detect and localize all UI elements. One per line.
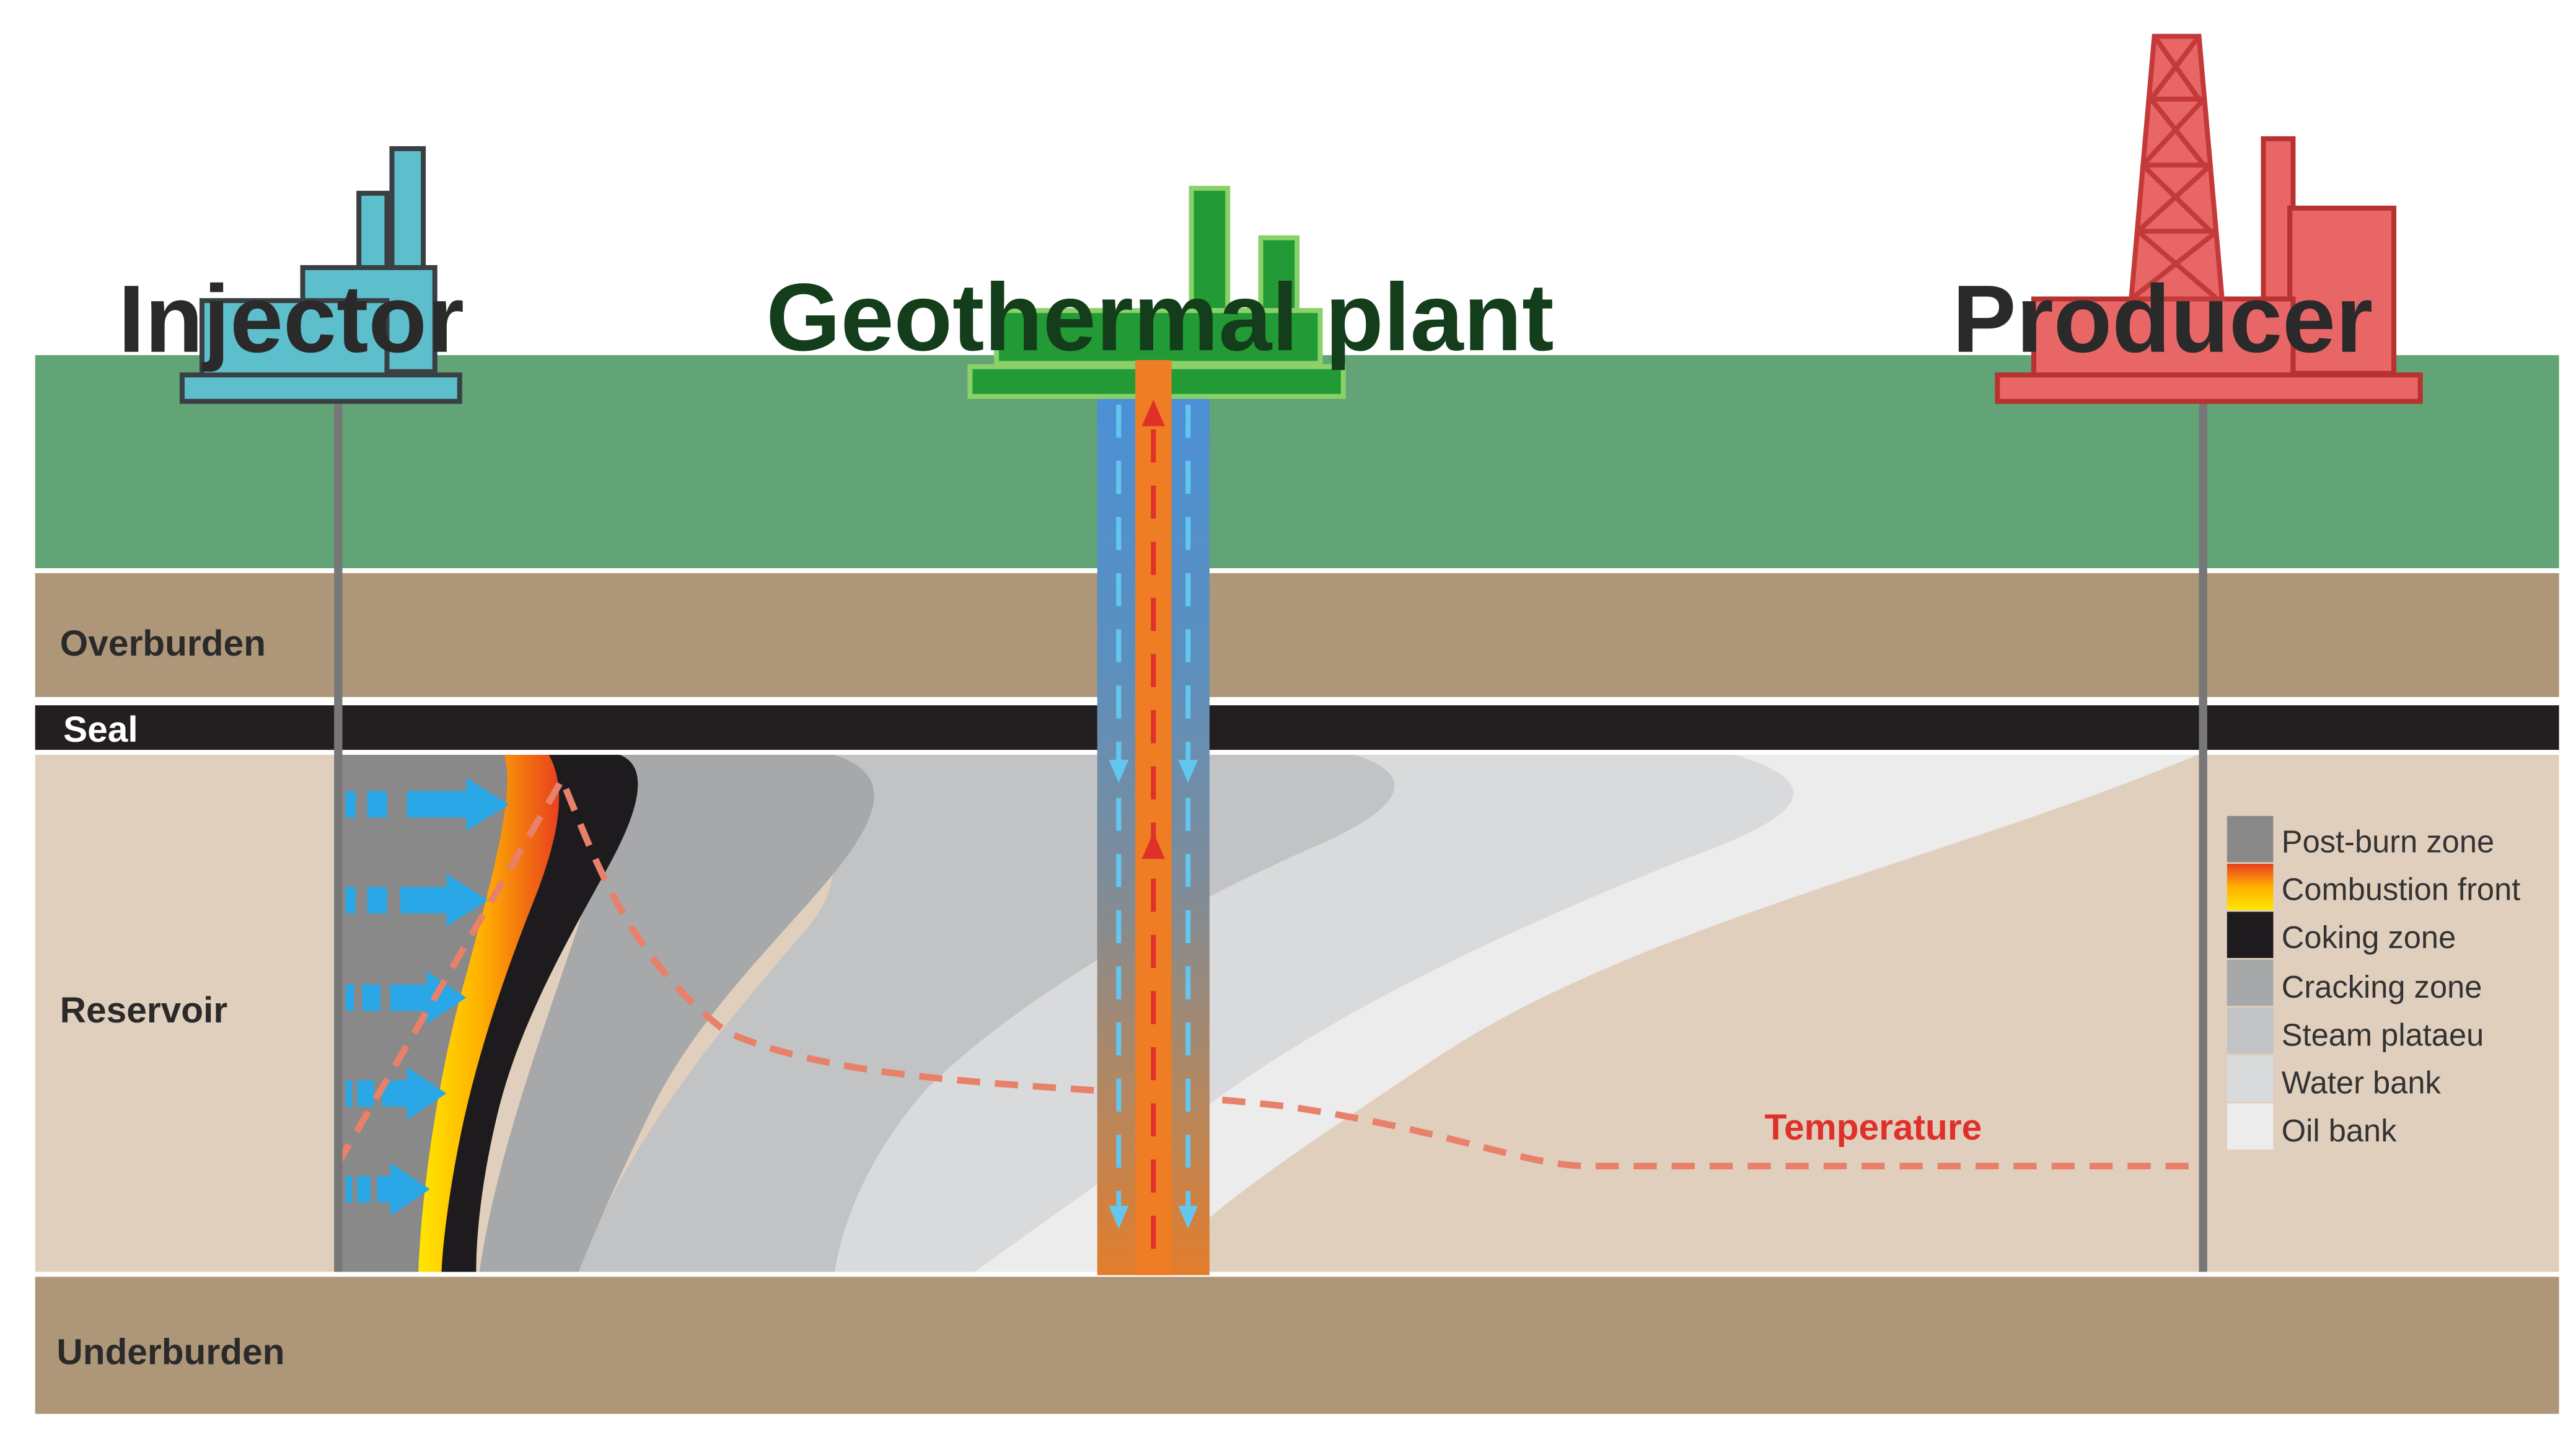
legend-swatch bbox=[2227, 959, 2274, 1006]
injection-arrow bbox=[345, 1162, 430, 1216]
combustion-front-zone bbox=[418, 755, 560, 1272]
legend-swatch bbox=[2227, 1055, 2274, 1102]
producer-well bbox=[2199, 396, 2207, 1272]
legend-label: Oil bank bbox=[2282, 1113, 2397, 1148]
overburden-layer bbox=[35, 573, 2559, 697]
temperature-label: Temperature bbox=[1765, 1107, 1982, 1148]
water-bank-zone bbox=[694, 755, 1794, 1272]
injection-arrow bbox=[345, 874, 488, 927]
legend-label: Steam plataeu bbox=[2282, 1017, 2484, 1052]
underburden-label: Underburden bbox=[56, 1332, 284, 1373]
injector-facility bbox=[179, 146, 462, 404]
geothermal-well bbox=[1097, 360, 1210, 1275]
legend: Post-burn zone Combustion front Coking z… bbox=[2227, 815, 2521, 1150]
legend-swatch bbox=[2227, 864, 2274, 910]
legend-label: Combustion front bbox=[2282, 872, 2521, 907]
injector-well bbox=[334, 396, 343, 1272]
legend-swatch bbox=[2227, 1103, 2274, 1150]
coking-zone bbox=[438, 755, 638, 1272]
seal-layer bbox=[35, 705, 2559, 750]
producer-label: Producer bbox=[1953, 265, 2373, 372]
legend-label: Water bank bbox=[2282, 1065, 2442, 1101]
legend-swatch bbox=[2227, 815, 2274, 863]
injection-arrow bbox=[345, 1066, 447, 1120]
seal-label: Seal bbox=[63, 710, 138, 750]
legend-swatch bbox=[2227, 912, 2274, 958]
legend-label: Cracking zone bbox=[2282, 969, 2482, 1004]
legend-label: Post-burn zone bbox=[2282, 824, 2494, 859]
reservoir-label: Reservoir bbox=[60, 990, 227, 1031]
legend-label: Coking zone bbox=[2282, 920, 2456, 955]
derrick-icon bbox=[2128, 33, 2225, 302]
geothermal-plant-label: Geothermal plant bbox=[766, 263, 1554, 371]
geothermal-tube-top bbox=[1135, 360, 1172, 400]
overburden-label: Overburden bbox=[60, 623, 266, 664]
cracking-zone bbox=[479, 755, 874, 1272]
injector-label: Injector bbox=[118, 265, 464, 372]
legend-swatch bbox=[2227, 1007, 2274, 1054]
producer-facility bbox=[1995, 136, 2423, 404]
temperature-curve bbox=[334, 772, 2197, 1170]
underburden-layer bbox=[35, 1277, 2559, 1414]
